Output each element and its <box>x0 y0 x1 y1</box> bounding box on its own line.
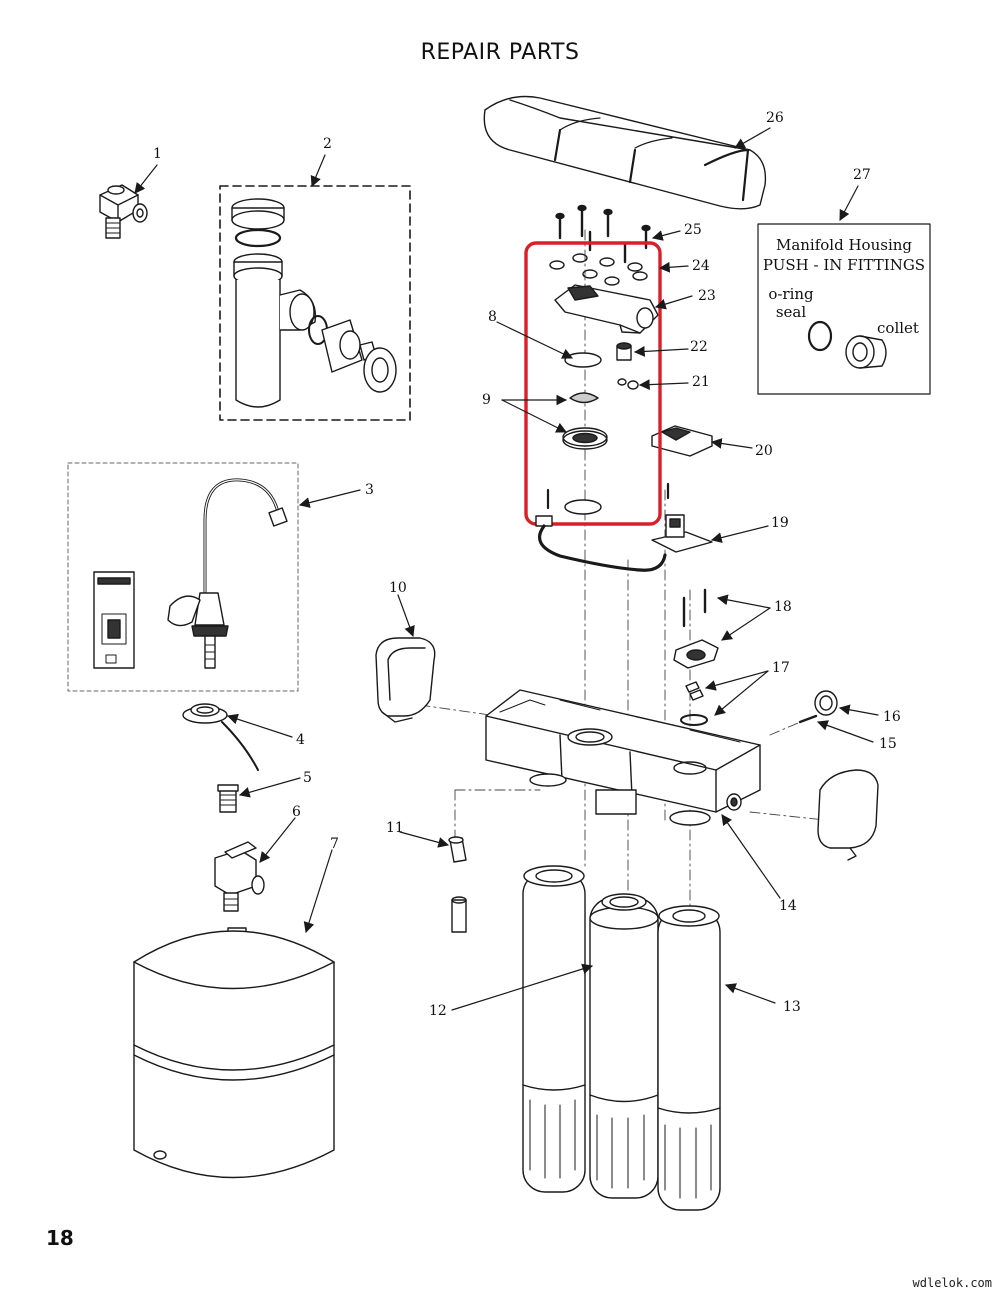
part-24-washers <box>549 253 648 286</box>
callout-25: 25 <box>684 222 702 238</box>
callout-20: 20 <box>755 443 773 459</box>
inset-oring-label-line1: o-ring <box>768 285 814 303</box>
callout-21: 21 <box>692 374 710 390</box>
callout-16: 16 <box>883 709 901 725</box>
part-19-sensor-board <box>535 514 713 572</box>
inset-oring-label-line2: seal <box>775 303 807 321</box>
part-25-screws <box>555 204 651 264</box>
part-1-feed-valve <box>99 184 148 239</box>
callout-11: 11 <box>386 820 404 836</box>
callout-2: 2 <box>323 136 332 152</box>
part-11-fitting <box>448 836 467 933</box>
part-26-top-cover <box>483 95 767 210</box>
callout-6: 6 <box>292 804 301 820</box>
callout-8: 8 <box>488 309 497 325</box>
part-17-clips <box>680 681 708 726</box>
callout-26: 26 <box>766 110 784 126</box>
part-5-adapter <box>217 784 239 813</box>
part-3-faucet <box>67 462 299 692</box>
callout-22: 22 <box>690 339 708 355</box>
part-15-screw <box>798 714 818 724</box>
callout-14: 14 <box>779 898 797 914</box>
part-21-clips <box>617 378 639 390</box>
callout-17: 17 <box>772 660 790 676</box>
highlight-box <box>524 241 662 526</box>
callout-7: 7 <box>330 836 339 852</box>
callout-4: 4 <box>296 732 305 748</box>
part-22-check-valve <box>616 342 632 361</box>
part-18-screws-plate <box>673 588 719 669</box>
callout-15: 15 <box>879 736 897 752</box>
part-end-cover-right <box>817 769 879 861</box>
part-10-end-cap <box>375 637 436 723</box>
callout-27: 27 <box>853 167 871 183</box>
callout-13: 13 <box>783 999 801 1015</box>
inset-collet-label: collet <box>877 319 919 337</box>
inset-title-line1: Manifold Housing <box>775 236 913 254</box>
callout-19: 19 <box>771 515 789 531</box>
inset-title-line2: PUSH - IN FITTINGS <box>762 256 926 274</box>
page-number: 18 <box>46 1226 74 1250</box>
page-title: REPAIR PARTS <box>420 40 580 65</box>
part-8-membrane-seal <box>564 352 602 368</box>
part-13-cartridge <box>657 905 721 1211</box>
part-4-flange <box>182 703 259 771</box>
callout-5: 5 <box>303 770 312 786</box>
inset-push-in-fittings <box>757 223 931 395</box>
callout-18: 18 <box>774 599 792 615</box>
leader-arrows <box>134 127 879 1011</box>
highlight-screws <box>546 482 670 510</box>
callout-12: 12 <box>429 1003 447 1019</box>
part-9-diaphragm <box>562 392 608 515</box>
part-7-storage-tank <box>133 927 335 1179</box>
part-2-drain-kit <box>219 185 411 421</box>
part-14-housing <box>485 689 761 826</box>
callout-3: 3 <box>365 482 374 498</box>
callout-23: 23 <box>698 288 716 304</box>
part-16-cap <box>814 690 838 716</box>
part-23-manifold <box>554 284 659 334</box>
callout-24: 24 <box>692 258 710 274</box>
callout-1: 1 <box>153 146 162 162</box>
callout-9: 9 <box>482 392 491 408</box>
watermark: wdlelok.com <box>912 1276 992 1290</box>
part-12-cartridges <box>522 865 659 1199</box>
part-6-tank-valve <box>214 841 265 912</box>
callout-10: 10 <box>389 580 407 596</box>
